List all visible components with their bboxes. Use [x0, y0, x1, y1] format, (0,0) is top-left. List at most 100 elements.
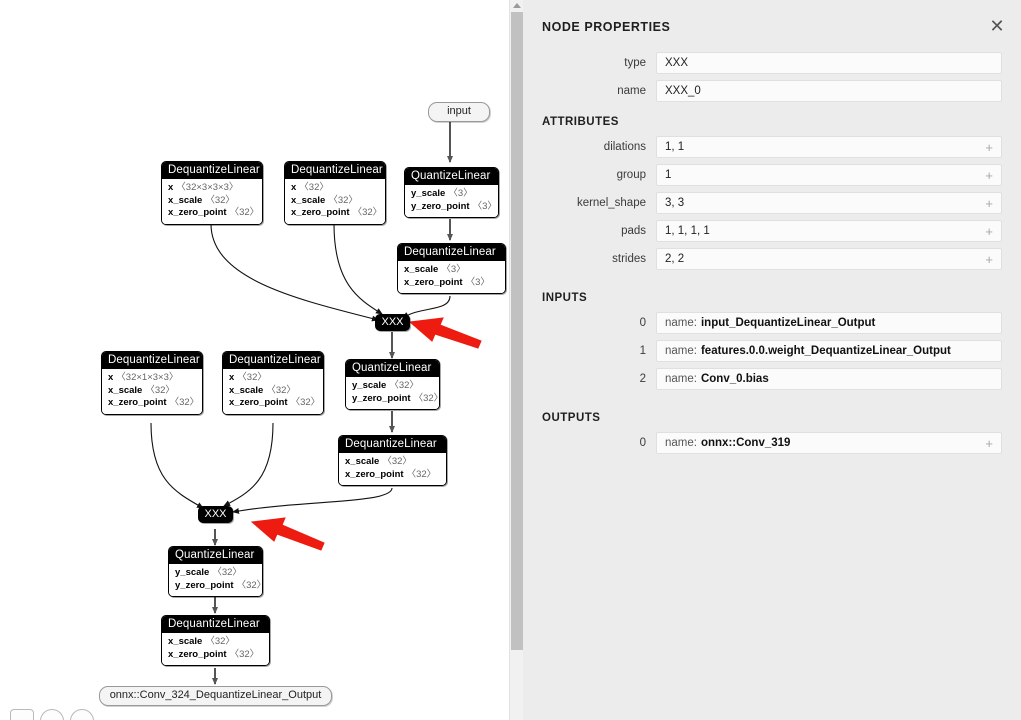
attr-key: x	[168, 182, 174, 193]
attribute-field[interactable]: 3, 3 +	[656, 192, 1002, 214]
attribute-label: kernel_shape	[576, 197, 646, 209]
attr-value: 〈32〉	[413, 392, 439, 404]
node-attr: x_scale〈32〉	[168, 636, 263, 649]
attr-key: x_scale	[345, 456, 380, 467]
attribute-field[interactable]: 2, 2 +	[656, 248, 1002, 270]
canvas-scrollbar[interactable]	[509, 0, 524, 720]
expand-plus-icon[interactable]: +	[985, 435, 993, 451]
input-field[interactable]: name: features.0.0.weight_DequantizeLine…	[656, 340, 1002, 362]
node-attr: y_zero_point〈32〉	[175, 579, 262, 593]
attr-key: x_zero_point	[404, 276, 463, 288]
attribute-row-dilations: dilations 1, 1 +	[542, 136, 1002, 158]
attr-key: x_zero_point	[229, 397, 288, 409]
node-title: QuantizeLinear	[346, 360, 439, 377]
outputs-section-title: OUTPUTS	[542, 412, 601, 424]
attr-value: 〈3〉	[448, 188, 473, 199]
scrollbar-thumb[interactable]	[511, 12, 523, 650]
node-attr: y_zero_point〈3〉	[411, 201, 497, 214]
expand-plus-icon[interactable]: +	[985, 195, 993, 211]
graph-toolbar[interactable]	[10, 709, 94, 720]
node-body: x〈32×3×3×3〉 x_scale〈32〉 x_zero_point〈32〉	[162, 179, 262, 224]
node-attr: x_scale〈32〉	[229, 385, 317, 398]
attr-key: x_scale	[291, 194, 326, 206]
attribute-label: strides	[612, 253, 646, 265]
annotation-arrow-bottom	[250, 517, 325, 551]
attr-value: 〈32〉	[382, 456, 412, 467]
input-row-1: 1 name: features.0.0.weight_DequantizeLi…	[542, 340, 1002, 362]
attr-key: x	[229, 372, 235, 383]
attr-value: 〈32〉	[205, 194, 235, 206]
node-title: DequantizeLinear	[162, 616, 269, 633]
input-field[interactable]: name: Conv_0.bias	[656, 368, 1002, 390]
node-quantizelinear-mid[interactable]: QuantizeLinear y_scale〈32〉 y_zero_point〈…	[345, 359, 440, 411]
attribute-value: 2, 2	[665, 253, 685, 265]
input-row-2: 2 name: Conv_0.bias	[542, 368, 1002, 390]
node-dequantizelinear-weight-mid[interactable]: DequantizeLinear x〈32×1×3×3〉 x_scale〈32〉…	[101, 351, 203, 415]
node-attr: y_scale〈32〉	[175, 567, 256, 580]
node-attr: x_zero_point〈3〉	[404, 277, 499, 290]
fit-to-screen-icon[interactable]	[10, 709, 34, 720]
node-dequantizelinear-bias-top[interactable]: DequantizeLinear x〈32〉 x_scale〈32〉 x_zer…	[284, 161, 386, 225]
node-title: DequantizeLinear	[398, 244, 505, 261]
inputs-section-title: INPUTS	[542, 292, 588, 304]
scroll-up-arrow-icon[interactable]	[513, 3, 521, 8]
attr-key: x_scale	[229, 384, 264, 396]
node-quantizelinear-input-top[interactable]: QuantizeLinear y_scale〈3〉 y_zero_point〈3…	[404, 167, 499, 219]
node-dequantizelinear-weight-top[interactable]: DequantizeLinear x〈32×3×3×3〉 x_scale〈32〉…	[161, 161, 263, 225]
name-field[interactable]: XXX_0	[656, 80, 1002, 102]
attribute-value: 1, 1	[665, 141, 685, 153]
node-attr: y_scale〈3〉	[411, 188, 492, 201]
expand-plus-icon[interactable]: +	[985, 223, 993, 239]
node-dequantizelinear-mid[interactable]: DequantizeLinear x_scale〈32〉 x_zero_poin…	[338, 435, 447, 487]
op-node-xxx-bottom[interactable]: XXX	[198, 506, 233, 523]
type-field[interactable]: XXX	[656, 52, 1002, 74]
attr-key: x_scale	[168, 636, 203, 647]
node-body: x_scale〈32〉 x_zero_point〈32〉	[162, 633, 269, 666]
attr-key: x_scale	[168, 194, 203, 206]
output-name-label: name:	[665, 437, 697, 449]
zoom-in-icon[interactable]	[70, 709, 94, 720]
graph-canvas[interactable]: input DequantizeLinear x〈32×3×3×3〉 x_sca…	[0, 0, 509, 720]
attribute-field[interactable]: 1, 1, 1, 1 +	[656, 220, 1002, 242]
attr-key: x_zero_point	[168, 207, 227, 219]
output-field[interactable]: name: onnx::Conv_319 +	[656, 432, 1002, 454]
attribute-value: 1	[665, 169, 672, 181]
graph-output-pill[interactable]: onnx::Conv_324_DequantizeLinear_Output	[99, 686, 332, 706]
node-title: QuantizeLinear	[169, 547, 262, 564]
attr-key: y_zero_point	[175, 579, 234, 591]
attr-value: 〈32〉	[328, 194, 358, 206]
input-index: 2	[639, 373, 646, 385]
attr-value: 〈3〉	[441, 264, 466, 275]
node-title: DequantizeLinear	[339, 436, 446, 453]
expand-plus-icon[interactable]: +	[985, 139, 993, 155]
node-dequantizelinear-bottom[interactable]: DequantizeLinear x_scale〈32〉 x_zero_poin…	[161, 615, 270, 667]
attr-key: y_scale	[411, 188, 446, 199]
node-dequantizelinear-input-top[interactable]: DequantizeLinear x_scale〈3〉 x_zero_point…	[397, 243, 506, 295]
expand-plus-icon[interactable]: +	[985, 167, 993, 183]
close-icon[interactable]: ✕	[989, 16, 1005, 36]
attr-key: x_zero_point	[168, 648, 227, 660]
node-dequantizelinear-bias-mid[interactable]: DequantizeLinear x〈32〉 x_scale〈32〉 x_zer…	[222, 351, 324, 415]
annotation-arrow-top	[408, 317, 482, 349]
input-field[interactable]: name: input_DequantizeLinear_Output	[656, 312, 1002, 334]
node-quantizelinear-bottom[interactable]: QuantizeLinear y_scale〈32〉 y_zero_point〈…	[168, 546, 263, 598]
attribute-field[interactable]: 1, 1 +	[656, 136, 1002, 158]
node-attr: x_zero_point〈32〉	[291, 207, 382, 220]
expand-plus-icon[interactable]: +	[985, 251, 993, 267]
node-body: y_scale〈3〉 y_zero_point〈3〉	[405, 185, 498, 218]
zoom-out-icon[interactable]	[40, 709, 64, 720]
attr-value: 〈32〉	[229, 207, 260, 219]
node-body: y_scale〈32〉 y_zero_point〈32〉	[169, 564, 262, 597]
node-body: x〈32〉 x_scale〈32〉 x_zero_point〈32〉	[285, 179, 385, 224]
node-attr: x_scale〈32〉	[345, 456, 440, 469]
op-node-xxx-top[interactable]: XXX	[375, 314, 410, 331]
attr-value: 〈32〉	[205, 636, 235, 647]
attribute-row-strides: strides 2, 2 +	[542, 248, 1002, 270]
attribute-field[interactable]: 1 +	[656, 164, 1002, 186]
node-attr: x_scale〈32〉	[108, 385, 196, 398]
node-attr: x_zero_point〈32〉	[168, 207, 259, 220]
node-title: DequantizeLinear	[102, 352, 202, 369]
graph-input-pill[interactable]: input	[428, 102, 490, 122]
attr-value: 〈3〉	[472, 200, 497, 212]
